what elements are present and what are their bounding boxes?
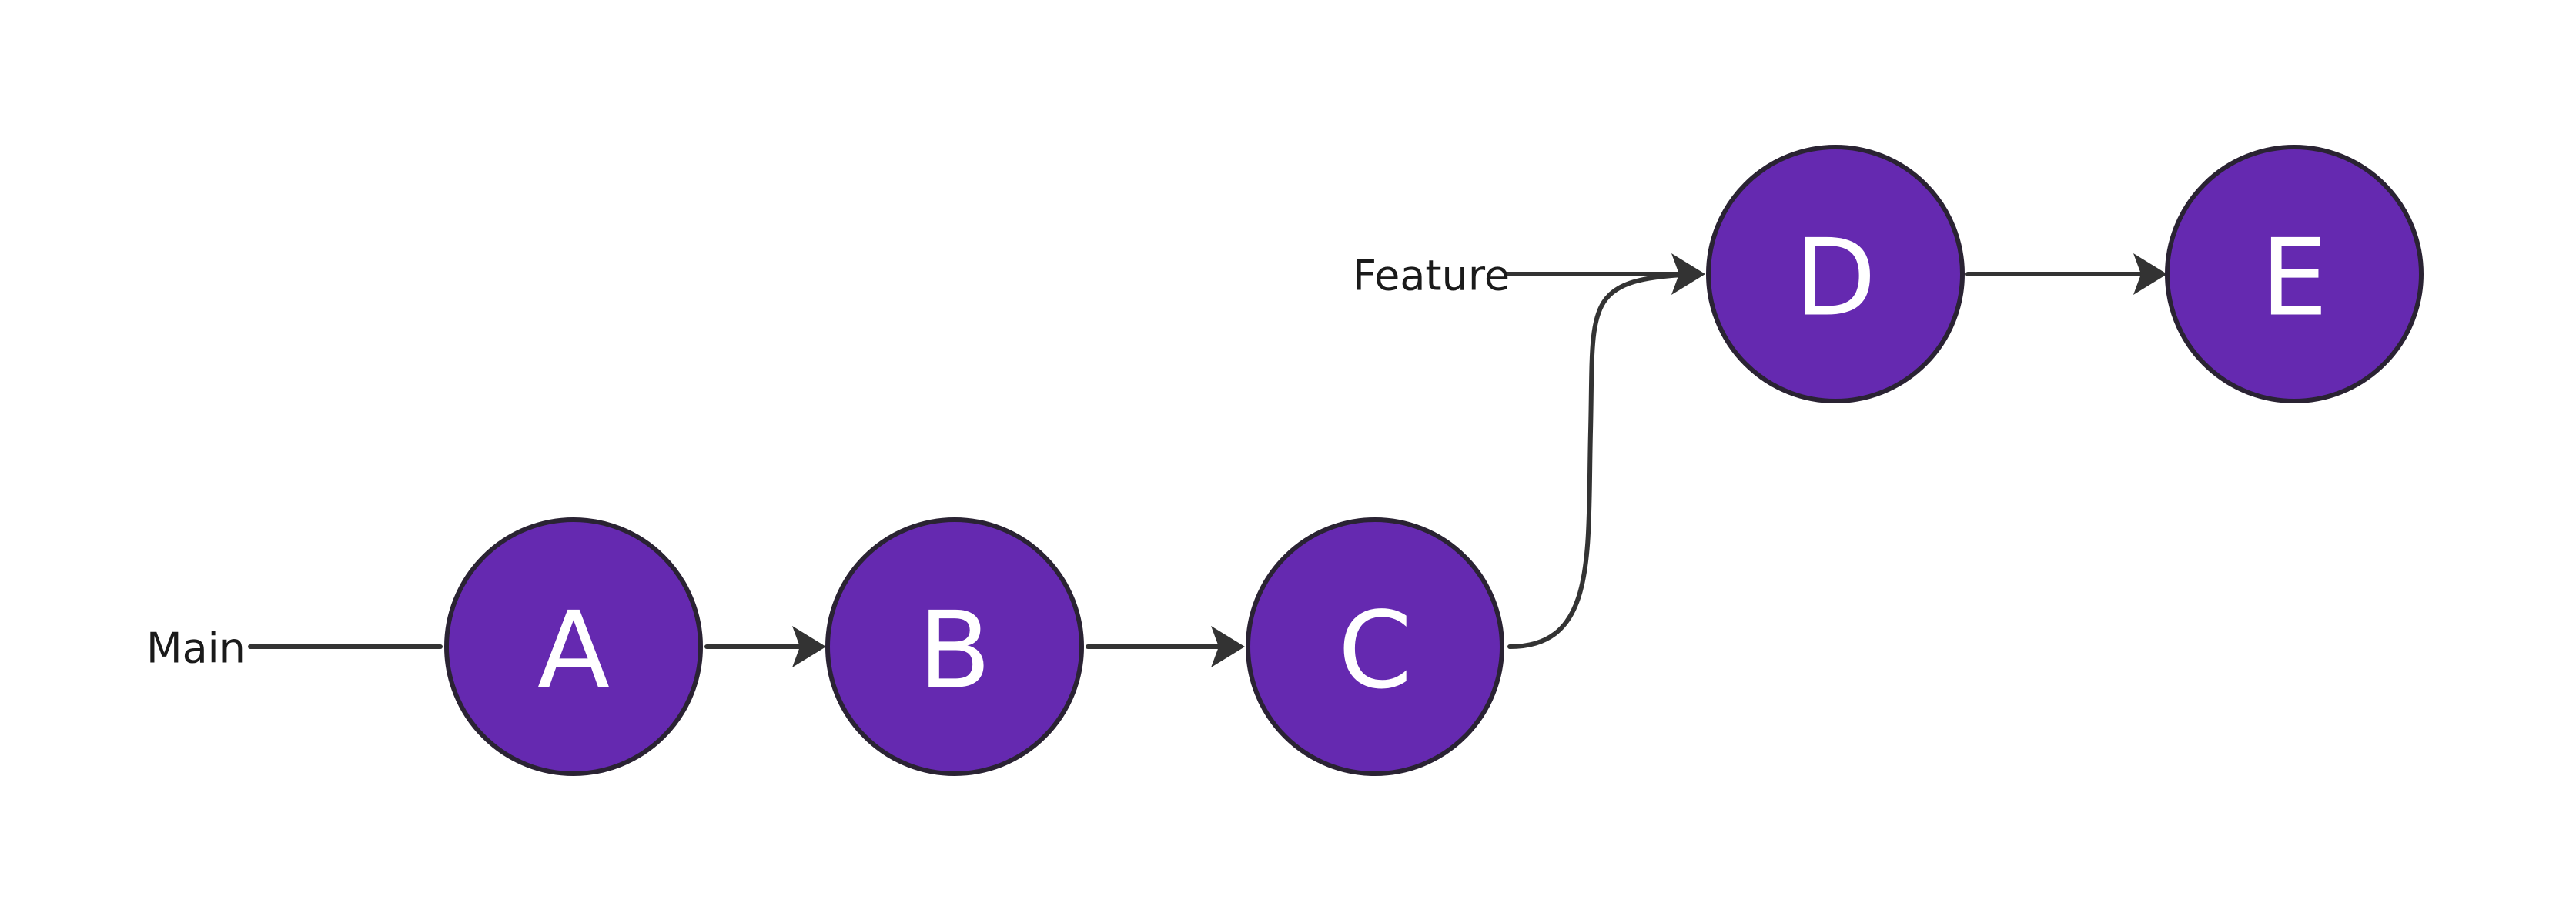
commit-node-d-circle [1706, 145, 1965, 403]
edges [248, 253, 2167, 667]
commit-node-a: A [444, 517, 703, 776]
commit-node-d-label: D [1795, 216, 1876, 340]
commit-node-b-label: B [918, 589, 992, 713]
arrowhead-to-d [1671, 253, 1705, 295]
branch-label-main: Main [146, 624, 246, 673]
arrowhead-a-to-b [792, 626, 826, 667]
branch-label-feature: Feature [1353, 252, 1510, 300]
commit-node-a-circle [444, 517, 703, 776]
commit-node-c-circle [1246, 517, 1504, 776]
commit-node-d: D [1706, 145, 1965, 403]
commit-node-a-label: A [537, 589, 610, 713]
edge-c-to-d [1507, 273, 1684, 649]
commit-node-e-circle [2165, 145, 2424, 403]
commit-node-b: B [825, 517, 1084, 776]
arrowhead-b-to-c [1211, 626, 1245, 667]
commit-node-e-label: E [2260, 216, 2327, 340]
commit-node-e: E [2165, 145, 2424, 403]
arrowhead-d-to-e [2133, 253, 2167, 295]
commit-node-c: C [1246, 517, 1504, 776]
commit-node-c-label: C [1338, 589, 1412, 713]
commit-node-b-circle [825, 517, 1084, 776]
